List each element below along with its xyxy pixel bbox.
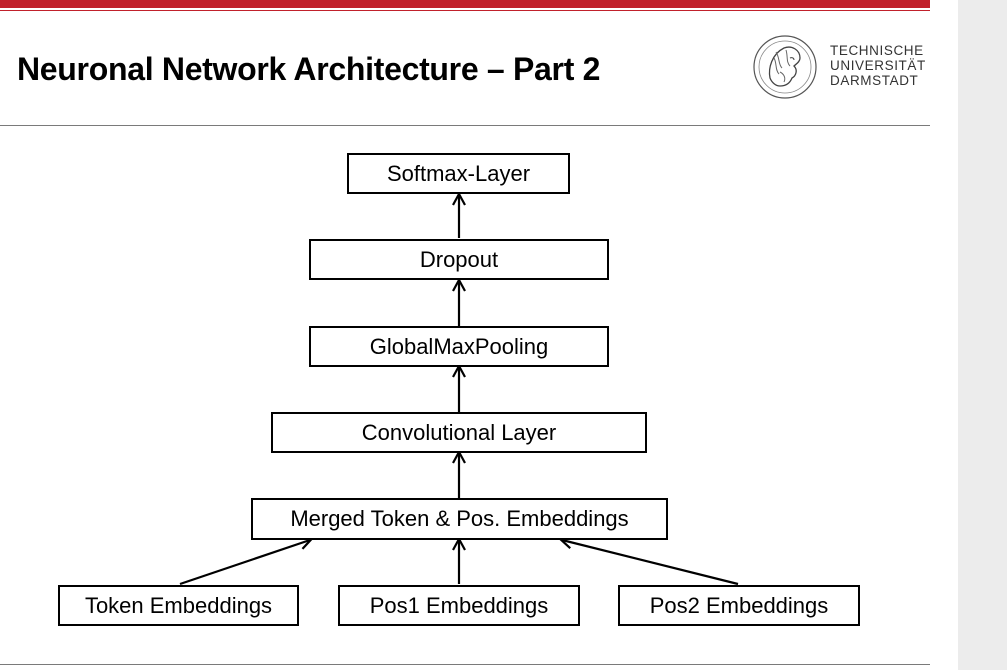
diagram-arrows (179, 0, 739, 586)
slide: Neuronal Network Architecture – Part 2 T… (0, 0, 938, 665)
viewer-gutter (958, 0, 1007, 670)
node-pos1-embeddings: Pos1 Embeddings (338, 585, 580, 626)
node-softmax-layer: Softmax-Layer (347, 153, 570, 194)
logo-line-3: DARMSTADT (830, 73, 919, 88)
logo-line-2: UNIVERSITÄT (830, 58, 926, 73)
node-convolutional-layer: Convolutional Layer (271, 412, 647, 453)
page-title: Neuronal Network Architecture – Part 2 (17, 51, 601, 87)
university-logo: TECHNISCHE UNIVERSITÄT DARMSTADT (746, 28, 938, 106)
node-merged-embeddings: Merged Token & Pos. Embeddings (251, 498, 668, 540)
accent-bar (0, 0, 930, 8)
arrow-token-to-merged (179, 540, 310, 586)
accent-bar-line (0, 10, 930, 11)
footer-divider (0, 664, 930, 665)
title-divider (0, 125, 930, 126)
node-dropout: Dropout (309, 239, 609, 280)
node-pos2-embeddings: Pos2 Embeddings (618, 585, 860, 626)
arrow-pos2-to-merged (562, 540, 739, 586)
logo-line-1: TECHNISCHE (830, 43, 924, 58)
node-token-embeddings: Token Embeddings (58, 585, 299, 626)
node-global-max-pooling: GlobalMaxPooling (309, 326, 609, 367)
athena-seal-icon (753, 35, 817, 99)
